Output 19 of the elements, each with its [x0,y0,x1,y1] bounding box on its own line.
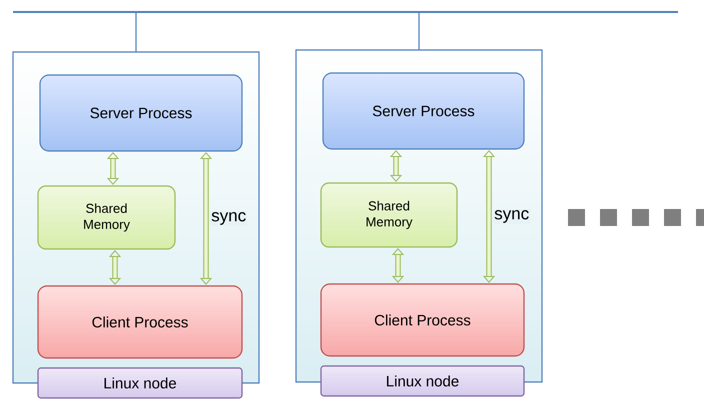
bus-line [13,11,678,13]
double-arrow [392,248,404,283]
double-arrow [390,150,402,182]
memory-box: Shared Memory [37,185,176,250]
node-label: Linux node [37,367,243,399]
memory-box: Shared Memory [320,182,458,248]
connector-line [135,13,137,52]
edge-label: sync [212,212,246,225]
process-box: Server Process [39,74,243,152]
double-arrow [482,150,496,283]
node-label: Linux node [320,365,525,397]
double-arrow [106,152,120,185]
double-arrow [108,250,122,285]
connector-line [418,13,420,50]
edge-label: sync [494,210,529,223]
process-box: Server Process [322,72,525,150]
process-box: Client Process [37,285,243,359]
process-box: Client Process [320,283,525,357]
double-arrow [200,152,212,285]
